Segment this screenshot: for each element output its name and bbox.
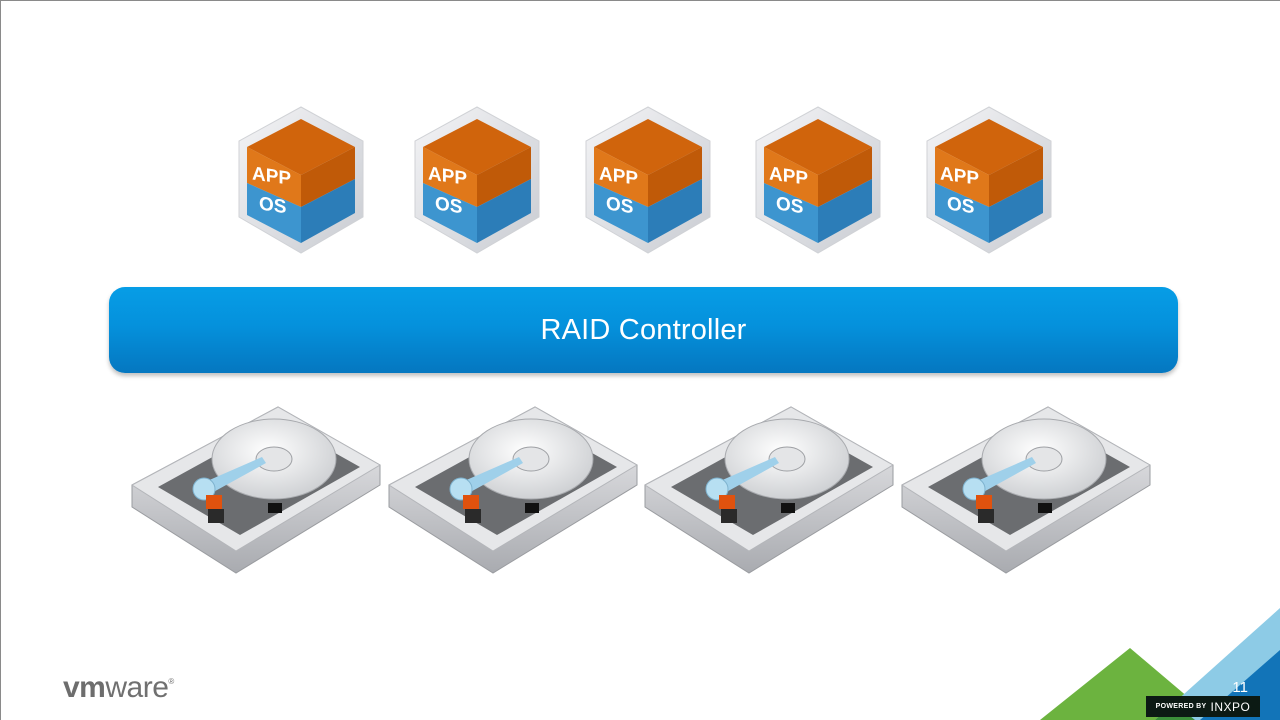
vm-os-label: OS bbox=[776, 193, 803, 218]
vm-cube: APP OS bbox=[411, 105, 543, 255]
vm-cube: APP OS bbox=[752, 105, 884, 255]
logo-mark: ® bbox=[168, 677, 174, 686]
vm-cube: APP OS bbox=[582, 105, 714, 255]
vm-os-label: OS bbox=[947, 193, 974, 218]
vm-cube: APP OS bbox=[923, 105, 1055, 255]
hard-disk-icon bbox=[388, 406, 638, 574]
hard-disk bbox=[128, 403, 384, 579]
powered-by-brand: INXPO bbox=[1210, 699, 1251, 714]
hard-disk bbox=[641, 403, 897, 579]
hard-disk-icon bbox=[901, 406, 1151, 574]
hard-disk bbox=[898, 403, 1154, 579]
page-number: 11 bbox=[1232, 679, 1248, 696]
vm-icon: APP OS bbox=[414, 106, 540, 254]
vm-icon: APP OS bbox=[926, 106, 1052, 254]
vm-os-label: OS bbox=[435, 193, 462, 218]
vm-os-label: OS bbox=[606, 193, 633, 218]
powered-by-badge[interactable]: POWERED BY INXPO bbox=[1146, 696, 1260, 717]
powered-by-prefix: POWERED BY bbox=[1155, 703, 1207, 710]
raid-controller: RAID Controller bbox=[109, 287, 1178, 373]
logo-regular: ware bbox=[105, 671, 169, 704]
hard-disk-icon bbox=[644, 406, 894, 574]
hard-disk-icon bbox=[131, 406, 381, 574]
vm-icon: APP OS bbox=[755, 106, 881, 254]
raid-controller-label: RAID Controller bbox=[540, 313, 747, 346]
vm-cube: APP OS bbox=[235, 105, 367, 255]
vm-icon: APP OS bbox=[238, 106, 364, 254]
vmware-logo: vmware® bbox=[63, 671, 174, 705]
vm-os-label: OS bbox=[259, 193, 286, 218]
vm-icon: APP OS bbox=[585, 106, 711, 254]
logo-bold: vm bbox=[63, 671, 106, 704]
hard-disk bbox=[385, 403, 641, 579]
